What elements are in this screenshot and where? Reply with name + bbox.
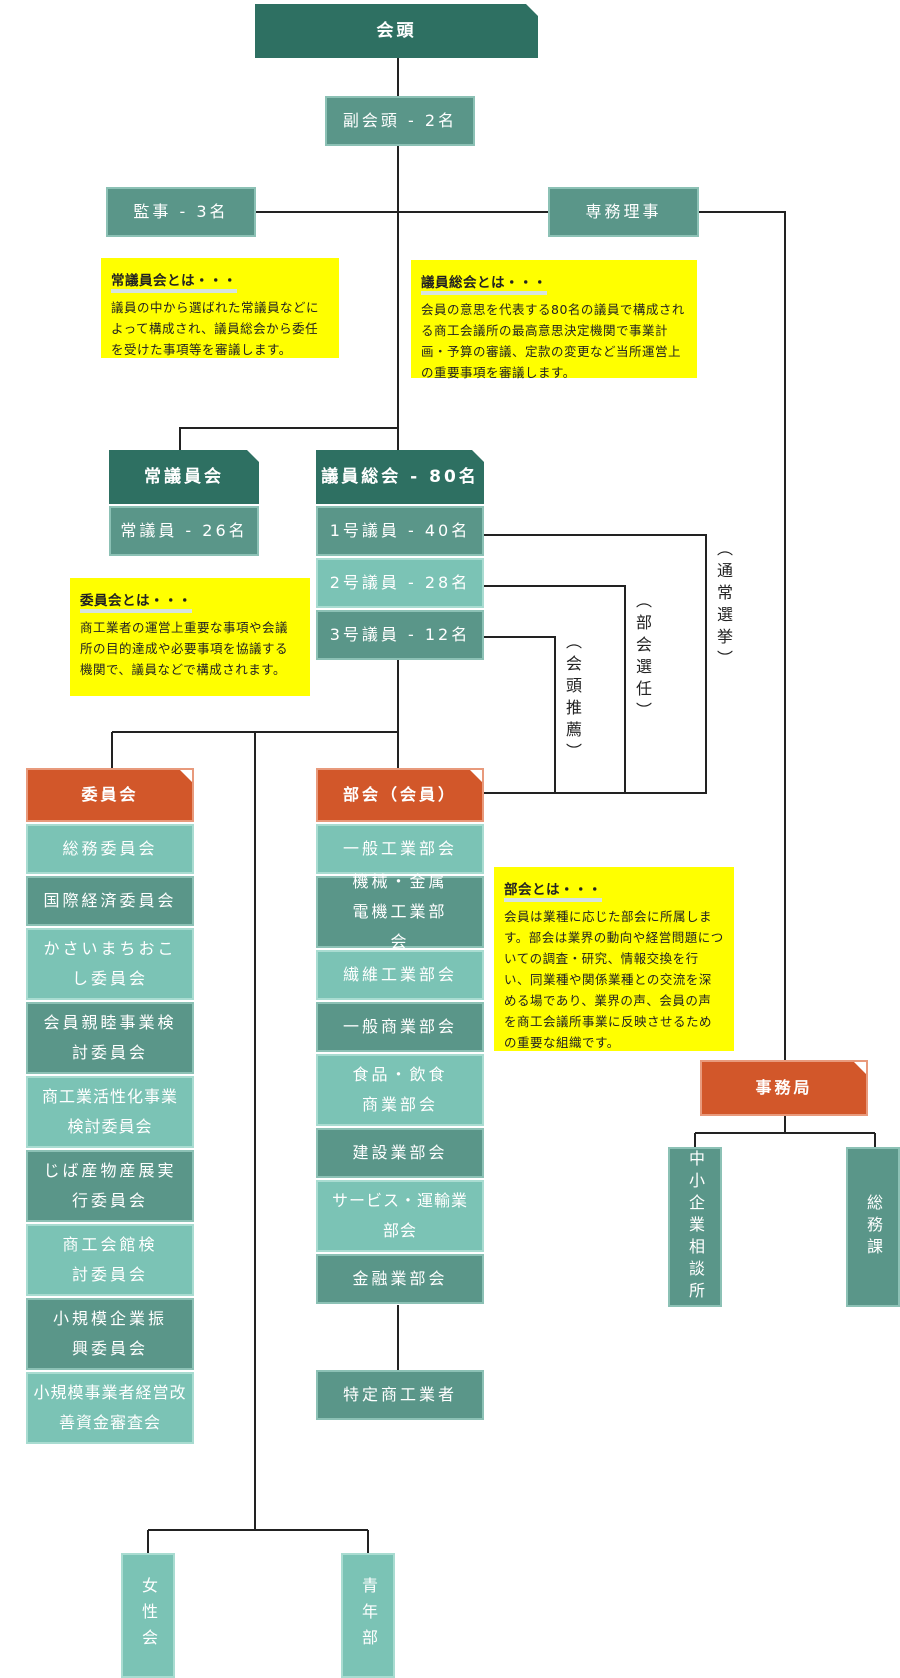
member-class-3: 3号議員 - 12名 xyxy=(316,610,484,660)
auditor-box: 監事 - 3名 xyxy=(106,187,256,237)
general-affairs-section: 総務課 xyxy=(846,1147,900,1307)
managing-director-box: 専務理事 xyxy=(548,187,699,237)
section-item: サービス・運輸業部会 xyxy=(316,1180,484,1252)
standing-council-note: 常議員会とは・・・ 議員の中から選ばれた常議員などによって構成され、議員総会から… xyxy=(101,258,339,358)
committee-item: 小規模事業者経営改善資金審査会 xyxy=(26,1372,194,1444)
section-item: 繊維工業部会 xyxy=(316,950,484,1000)
general-assembly-note: 議員総会とは・・・ 会員の意思を代表する80名の議員で構成される商工会議所の最高… xyxy=(411,260,697,380)
note-body: 会員の意思を代表する80名の議員で構成される商工会議所の最高意思決定機関で事業計… xyxy=(421,302,685,380)
committee-note: 委員会とは・・・ 商工業者の運営上重要な事項や会議所の目的達成や必要事項を協議す… xyxy=(70,578,310,696)
note-title: 常議員会とは・・・ xyxy=(111,273,237,293)
committee-item: 商工業活性化事業検討委員会 xyxy=(26,1076,194,1148)
secretariat-header: 事務局 xyxy=(700,1060,868,1116)
label-regular-election: （通常選挙） xyxy=(714,540,733,672)
section-item: 建設業部会 xyxy=(316,1128,484,1178)
sme-consultation-office: 中小企業相談所 xyxy=(668,1147,722,1307)
note-title: 議員総会とは・・・ xyxy=(421,275,547,295)
vice-chairman-box: 副会頭 - 2名 xyxy=(325,96,475,146)
label-chairman-recommendation: （会頭推薦） xyxy=(563,633,582,765)
note-body: 議員の中から選ばれた常議員などによって構成され、議員総会から委任を受けた事項等を… xyxy=(111,300,320,357)
committee-item: 国際経済委員会 xyxy=(26,876,194,926)
section-item: 一般工業部会 xyxy=(316,824,484,874)
note-body: 会員は業種に応じた部会に所属します。部会は業界の動向や経営問題についての調査・研… xyxy=(504,909,724,1050)
specific-merchants-box: 特定商工業者 xyxy=(316,1370,484,1420)
label-section-appointment: （部会選任） xyxy=(633,592,652,724)
note-body: 商工業者の運営上重要な事項や会議所の目的達成や必要事項を協議する機関で、議員など… xyxy=(80,620,289,677)
note-title: 部会とは・・・ xyxy=(504,882,602,902)
committee-item: かさいまちおこし委員会 xyxy=(26,928,194,1000)
youth-division: 青年部 xyxy=(341,1553,395,1678)
note-title: 委員会とは・・・ xyxy=(80,593,192,613)
section-item: 一般商業部会 xyxy=(316,1002,484,1052)
committee-item: 会員親睦事業検討委員会 xyxy=(26,1002,194,1074)
general-assembly-header: 議員総会 - 80名 xyxy=(316,450,484,504)
committees-header: 委員会 xyxy=(26,768,194,822)
committee-item: 総務委員会 xyxy=(26,824,194,874)
standing-councillor-box: 常議員 - 26名 xyxy=(109,506,259,556)
section-item: 機械・金属電機工業部会 xyxy=(316,872,484,951)
committee-item: 小規模企業振興委員会 xyxy=(26,1298,194,1370)
sections-header: 部会（会員） xyxy=(316,768,484,822)
womens-association: 女性会 xyxy=(121,1553,175,1678)
section-item: 金融業部会 xyxy=(316,1254,484,1304)
section-item: 食品・飲食商業部会 xyxy=(316,1054,484,1126)
member-class-2: 2号議員 - 28名 xyxy=(316,558,484,608)
chairman-box: 会頭 xyxy=(255,4,538,58)
sections-note: 部会とは・・・ 会員は業種に応じた部会に所属します。部会は業界の動向や経営問題に… xyxy=(494,867,734,1051)
standing-council-header: 常議員会 xyxy=(109,450,259,504)
member-class-1: 1号議員 - 40名 xyxy=(316,506,484,556)
committee-item: 商工会館検討委員会 xyxy=(26,1224,194,1296)
committee-item: じば産物産展実行委員会 xyxy=(26,1150,194,1222)
